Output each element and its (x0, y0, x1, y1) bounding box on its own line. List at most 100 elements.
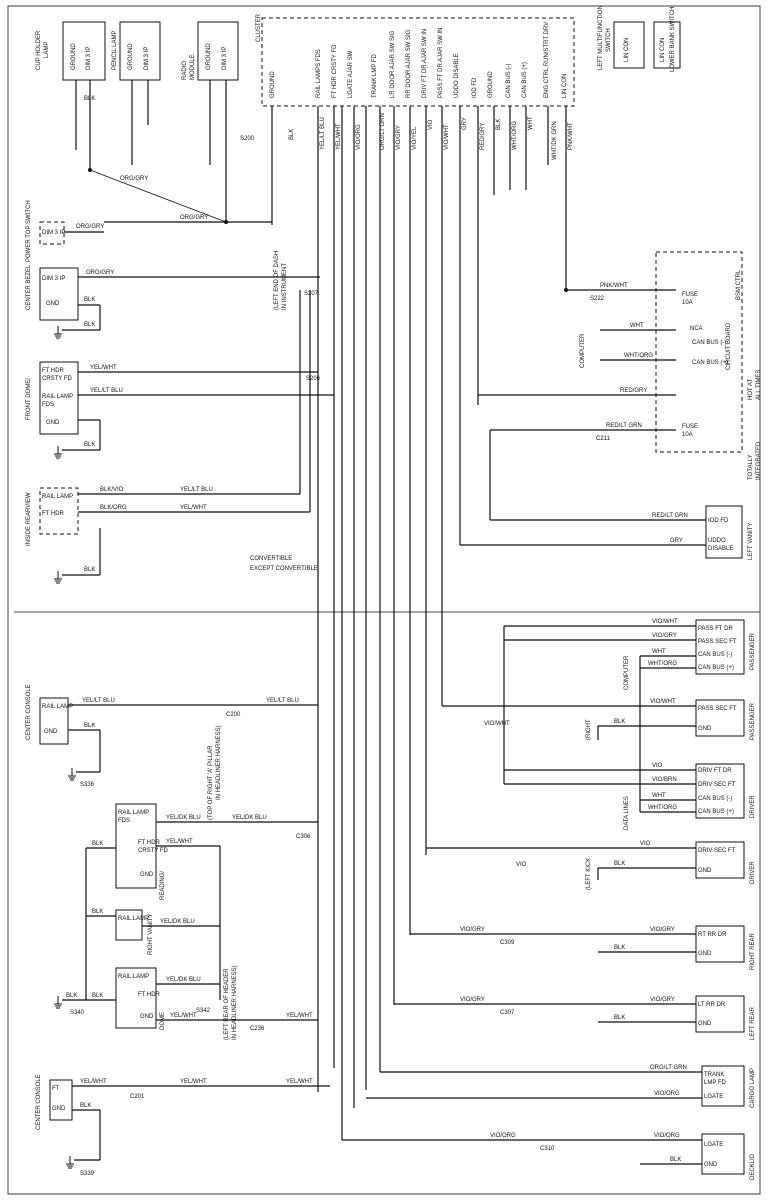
svg-text:WHT: WHT (630, 323, 644, 329)
right-vanity-lamp: RAIL LAMP RIGHT VANITY YEL/DK BLU (115, 909, 220, 955)
svg-text:VIO/WHT: VIO/WHT (444, 124, 450, 150)
svg-text:BLK: BLK (92, 841, 103, 847)
svg-text:TRANK LMP FD: TRANK LMP FD (372, 53, 378, 98)
svg-text:FUSE: FUSE (682, 292, 698, 298)
svg-text:WHT/DK GRN: WHT/DK GRN (552, 121, 558, 160)
svg-text:SWITCH: SWITCH (606, 28, 612, 52)
svg-text:GND: GND (46, 301, 60, 307)
svg-text:YEL/WHT: YEL/WHT (180, 505, 207, 511)
inside-mirror: RAIL LAMP FT HDR INSIDE REARVIEW BLK/VIO… (26, 290, 311, 584)
svg-text:BLK: BLK (670, 1157, 681, 1163)
svg-text:PNK/WHT: PNK/WHT (568, 122, 574, 150)
mid-splices: S206 S207 CONVERTIBLE EXCEPT CONVERTIBLE… (250, 251, 321, 572)
lower-bank-switch: LIN CON LOWER BANK SWITCH (653, 7, 681, 72)
svg-text:LOWER BANK SWITCH: LOWER BANK SWITCH (670, 7, 676, 72)
svg-text:NCA: NCA (690, 326, 703, 332)
svg-text:WHT/ORG: WHT/ORG (648, 661, 677, 667)
svg-text:PASS SEC FT: PASS SEC FT (698, 706, 737, 712)
svg-text:RADIO: RADIO (182, 61, 188, 80)
svg-text:VIO: VIO (640, 841, 651, 847)
svg-text:ALL TIMES: ALL TIMES (756, 370, 762, 400)
svg-text:YEL/WHT: YEL/WHT (286, 1013, 313, 1019)
svg-text:YEL/LT BLU: YEL/LT BLU (82, 698, 115, 704)
svg-text:INTEGRATED: INTEGRATED (756, 441, 762, 480)
svg-text:FT HDR: FT HDR (138, 840, 161, 846)
svg-text:BLK: BLK (84, 442, 95, 448)
svg-text:LEFT REAR: LEFT REAR (750, 1006, 756, 1040)
cluster-pin-labels: GROUND RAIL LAMPS FDS FT HDR CRSTY FD LG… (270, 22, 568, 98)
svg-text:IOD FD: IOD FD (708, 518, 729, 524)
door-data-bus: COMPUTER DATA LINES (441, 626, 641, 880)
svg-text:BLK: BLK (614, 861, 625, 867)
svg-text:YEL/WHT: YEL/WHT (170, 1013, 197, 1019)
svg-text:GROUND: GROUND (71, 43, 77, 70)
svg-text:10A: 10A (682, 432, 693, 438)
svg-text:TOTALLY: TOTALLY (748, 454, 754, 480)
driver-door-module-lower: DRIV FT DR DRIV SEC FT CAN BUS (-) CAN B… (504, 763, 756, 819)
svg-text:VIO/GRY: VIO/GRY (650, 927, 675, 933)
center-bezel-lamp: DIM 3 IP GND CENTER BEZEL ORG/GRY BLK BL… (26, 264, 320, 339)
svg-text:GRY: GRY (462, 117, 468, 130)
svg-text:MODULE: MODULE (190, 54, 196, 80)
svg-text:READING/: READING/ (160, 871, 166, 900)
svg-text:YEL/LT BLU: YEL/LT BLU (180, 487, 213, 493)
svg-text:LAMP: LAMP (44, 42, 50, 58)
svg-text:GND: GND (704, 1162, 718, 1168)
svg-text:PENCIL LAMP: PENCIL LAMP (112, 31, 118, 70)
svg-text:FT HDR: FT HDR (138, 992, 161, 998)
lower-left-ground-bus: BLK BLK BLK BLK S340 S342 (54, 841, 211, 1016)
passenger-door-latch: PASS SEC FT GND PASSENGER VIO/WHT BLK VI… (442, 699, 756, 740)
svg-text:DRIV SEC FT: DRIV SEC FT (698, 782, 736, 788)
svg-text:DECKLID: DECKLID (750, 1153, 756, 1180)
svg-text:S207: S207 (304, 291, 319, 297)
center-console-lamp: RAIL LAMP GND CENTER CONSOLE YEL/LT BLU … (26, 684, 318, 788)
svg-text:WHT: WHT (528, 116, 534, 130)
svg-text:FDS: FDS (118, 818, 130, 824)
svg-text:VIO/WHT: VIO/WHT (650, 699, 676, 705)
svg-text:RED/GRY: RED/GRY (480, 123, 486, 150)
svg-text:IN HEADLINER HARNESS): IN HEADLINER HARNESS) (232, 965, 238, 1040)
svg-text:VIO/GRY: VIO/GRY (460, 927, 485, 933)
svg-text:YEL/DK BLU: YEL/DK BLU (166, 815, 201, 821)
left-rear-door-latch: LT RR DR GND LEFT REAR VIO/GRY VIO/GRY C… (394, 995, 756, 1040)
svg-text:BLK: BLK (614, 719, 625, 725)
svg-text:VIO/GRY: VIO/GRY (652, 633, 677, 639)
svg-text:BLK: BLK (92, 909, 103, 915)
svg-text:POWER TOP SWITCH: POWER TOP SWITCH (26, 200, 32, 262)
svg-text:VIO/BRN: VIO/BRN (652, 777, 677, 783)
svg-text:DRIVER: DRIVER (750, 861, 756, 884)
svg-text:DRIV FT DR AJAR SW IN: DRIV FT DR AJAR SW IN (422, 29, 428, 98)
svg-text:DATA LINES: DATA LINES (624, 796, 630, 830)
svg-text:PASSENGER: PASSENGER (750, 632, 756, 670)
svg-text:RAIL LAMP: RAIL LAMP (118, 810, 149, 816)
tipm: HOT AT ALL TIMES TOTALLY INTEGRATED BSM … (655, 251, 762, 480)
svg-text:PNK/WHT: PNK/WHT (600, 283, 628, 289)
svg-text:ORG/GRY: ORG/GRY (120, 176, 148, 182)
svg-text:LR DOOR AJAR SW SIG: LR DOOR AJAR SW SIG (390, 30, 396, 98)
svg-text:ORG/GRY: ORG/GRY (76, 224, 104, 230)
svg-text:IN INSTRUMENT: IN INSTRUMENT (282, 263, 288, 310)
cluster-module: CLUSTER (256, 13, 575, 107)
svg-text:CAN BUS (+): CAN BUS (+) (698, 665, 734, 671)
svg-text:VIO/WHT: VIO/WHT (652, 619, 678, 625)
svg-text:PASS FT DR: PASS FT DR (698, 626, 733, 632)
svg-text:UDDO: UDDO (708, 538, 726, 544)
svg-text:VIO/WHT: VIO/WHT (484, 721, 510, 727)
svg-text:ORG/LT GRN: ORG/LT GRN (650, 1065, 687, 1071)
svg-text:PASS SEC FT: PASS SEC FT (698, 639, 737, 645)
svg-text:(RIGHT: (RIGHT (586, 719, 592, 740)
svg-text:RAIL LAMP: RAIL LAMP (42, 704, 73, 710)
svg-text:BLK: BLK (66, 993, 77, 999)
svg-text:BLK: BLK (289, 129, 295, 140)
svg-text:S342: S342 (196, 1008, 211, 1014)
svg-text:C200: C200 (226, 712, 241, 718)
svg-text:LEFT MULTIFUNCTION: LEFT MULTIFUNCTION (598, 5, 604, 70)
svg-text:VIO/ORG: VIO/ORG (654, 1091, 680, 1097)
svg-text:VIO/ORG: VIO/ORG (356, 124, 362, 150)
svg-text:YEL/LT BLU: YEL/LT BLU (266, 698, 299, 704)
svg-text:UDDO DISABLE: UDDO DISABLE (454, 53, 460, 98)
svg-text:CAN BUS (+): CAN BUS (+) (522, 62, 528, 98)
svg-text:YEL/LT BLU: YEL/LT BLU (90, 388, 123, 394)
tipm-wiring: PNK/WHT S222 WHT WHT/ORG COMPUTER RED/GR… (478, 283, 676, 520)
svg-text:VIO/GRY: VIO/GRY (460, 997, 485, 1003)
